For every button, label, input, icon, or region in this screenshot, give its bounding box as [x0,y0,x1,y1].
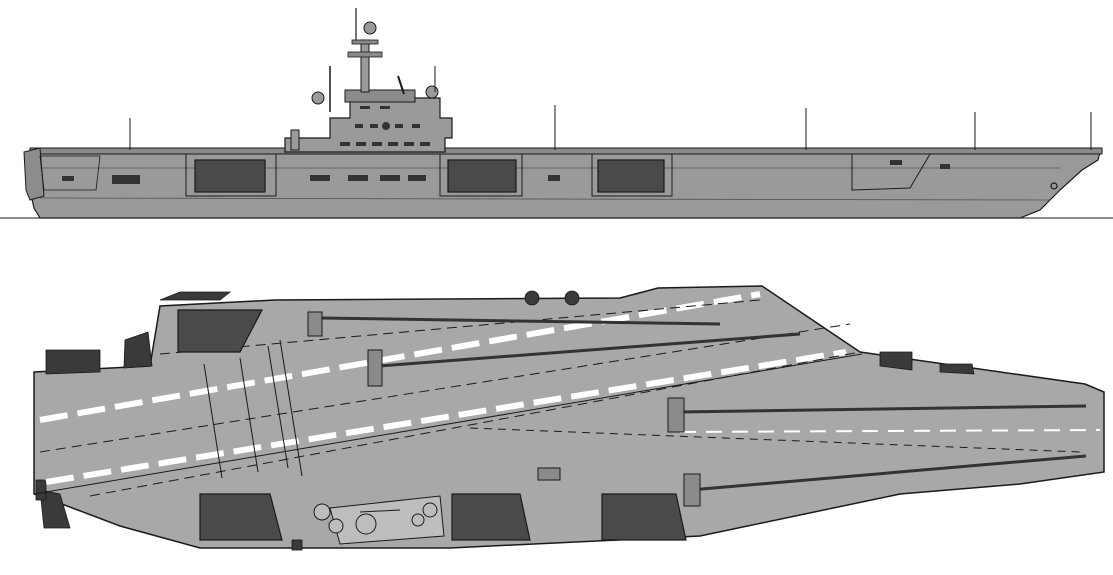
radar-arm [397,75,405,95]
main-mast [360,39,370,93]
island-windows [340,106,430,146]
plan-elevator-aft-port [177,309,263,353]
side-profile-view [0,8,1113,219]
deck-antennas [129,105,1092,150]
elevator-housing-1 [185,153,277,197]
bow-centerline [679,429,1101,433]
stern-overhang [23,147,45,201]
island-base [284,97,453,153]
forward-sponson [851,153,931,191]
aft-sponson [39,155,101,191]
anchor-hawse [1050,182,1058,190]
plan-elevator-3 [601,493,687,541]
island-superstructure [284,8,453,153]
elevator-housing-2 [439,153,523,197]
radar-dome-right [425,85,439,99]
side-elevator-1 [194,159,266,193]
deck-edge-sponsons [35,290,975,551]
island-plan [313,495,445,545]
plan-elevator-1 [199,493,283,541]
top-plan-view [33,285,1105,551]
deck-crane [290,129,300,151]
hull-openings [62,160,950,184]
elevator-housing-3 [591,153,673,197]
hull-side [29,151,1101,219]
radar-dome-left [311,91,325,105]
hangar-deck-line [39,197,1051,201]
blast-deflectors [307,311,701,507]
mast-platform-2 [351,39,379,45]
radome [363,21,377,35]
aircraft-elevators [177,309,687,541]
island-bridge [344,89,416,103]
catapult-tracks [319,316,1087,492]
side-elevator-2 [447,159,517,193]
side-elevator-3 [597,159,665,193]
plan-elevator-2 [451,493,531,541]
arresting-wires [203,339,303,479]
mast-platform-1 [347,51,383,58]
angled-landing-area [39,291,861,497]
flight-deck-edge [29,147,1103,155]
island-crest [382,122,390,130]
bow-dash-line [469,427,1081,453]
